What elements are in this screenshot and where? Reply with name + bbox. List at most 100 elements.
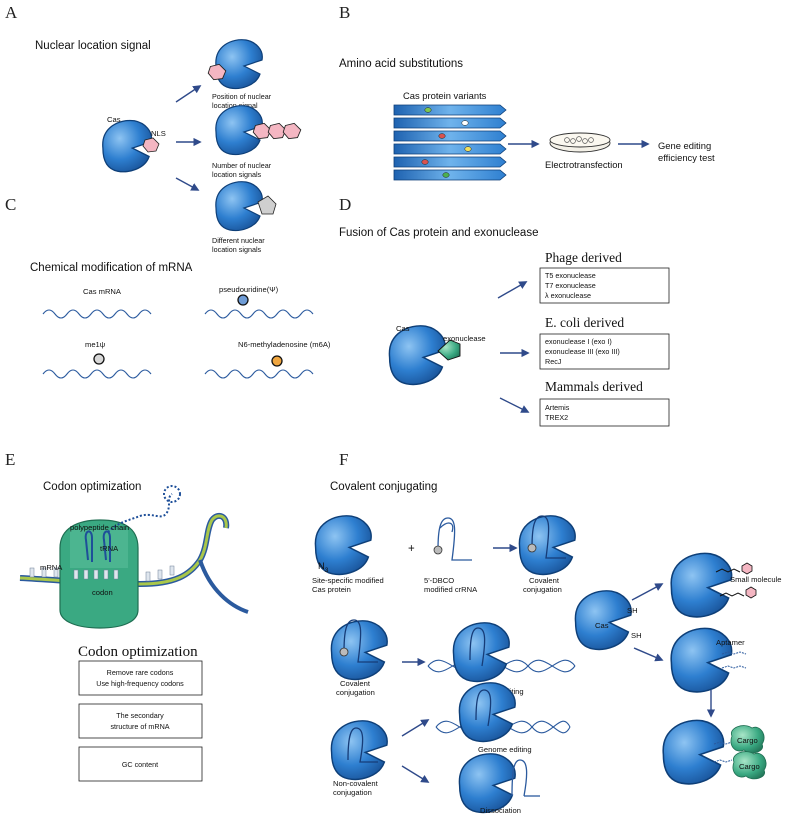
small-molecule-label: Small molecule: [730, 575, 782, 584]
covalent-mid-line1: Covalent: [340, 679, 371, 688]
codon-label: codon: [92, 588, 113, 597]
group-1-item-1: T5 exonuclease: [545, 271, 596, 280]
genome-editing-bottom: [435, 682, 571, 743]
site-line2: Cas protein: [312, 585, 351, 594]
dbco-crrna: [433, 517, 472, 561]
arrow-a-3: [175, 177, 200, 191]
panel-c-title: Chemical modification of mRNA: [30, 262, 193, 274]
variant-bars: [393, 104, 507, 181]
nls-variant-number: [215, 105, 302, 156]
mrna-label-2: pseudouridine(Ψ): [219, 285, 279, 294]
codon-box-2: [78, 703, 203, 739]
petri-dish: [549, 132, 611, 153]
codon-box-3: [78, 746, 203, 782]
covalent-top-line1: Covalent: [529, 576, 560, 585]
arrow-f-3: [401, 719, 430, 737]
arrow-d-1: [497, 281, 528, 299]
arrow-f-5: [631, 583, 664, 601]
dissociation-complex: [458, 753, 540, 814]
noncov-line1: Non-covalent: [333, 779, 379, 788]
codon-heading: Codon optimization: [78, 644, 198, 660]
outcome-3-line1: Different nuclear: [212, 236, 265, 245]
group-1-heading: Phage derived: [545, 250, 622, 265]
codon-box-2-line1: The secondary: [116, 711, 164, 720]
group-1-box: [539, 267, 670, 304]
pseudouridine-marker: [237, 294, 249, 306]
plus-sign: +: [408, 543, 415, 555]
panel-d-title: Fusion of Cas protein and exonuclease: [339, 227, 538, 239]
outcome-3-line2: location signals: [212, 245, 262, 254]
panel-b-letter: B: [339, 3, 350, 22]
outcome-2-line1: Number of nuclear: [212, 161, 272, 170]
noncov-line2: conjugation: [333, 788, 372, 797]
variant-bar: [393, 104, 507, 116]
variant-bar: [393, 169, 507, 181]
arrow-a-1: [175, 85, 202, 103]
aptamer-conjugate: [670, 627, 747, 693]
site-line1: Site-specific modified: [312, 576, 384, 585]
aptamer-label: Aptamer: [716, 638, 745, 647]
panel-f-letter: F: [339, 450, 348, 469]
group-3-box: [539, 398, 670, 427]
me1psi-marker: [93, 353, 105, 365]
group-2-item-3: RecJ: [545, 357, 562, 366]
genome-editing-top: [427, 622, 576, 683]
variant-bar: [393, 130, 507, 142]
group-2-box: [539, 333, 670, 370]
mrna-label-3: me1ψ: [85, 340, 105, 349]
n3-label: N3: [318, 560, 329, 574]
group-2-heading: E. coli derived: [545, 315, 624, 330]
mrna-strand-1: [42, 309, 152, 319]
dissociation-label: Dissociation: [480, 806, 521, 815]
nls-variant-position: [207, 39, 263, 90]
codon-box-1-line1: Remove rare codons: [107, 668, 174, 677]
mrna-label-e: mRNA: [40, 563, 63, 572]
group-3-item-2: TREX2: [545, 413, 568, 422]
codon-box-1-line2: Use high-frequency codons: [96, 679, 184, 688]
cargo-label-1: Cargo: [737, 736, 758, 745]
panel-a-title: Nuclear location signal: [35, 40, 151, 52]
cas-label-d: Cas: [396, 324, 410, 333]
small-molecule-conjugate: [670, 552, 757, 618]
test-line2: efficiency test: [658, 152, 715, 163]
substitution-mark: [461, 120, 469, 126]
mrna-strand-4: [204, 369, 314, 379]
outcome-1-line1: Position of nuclear: [212, 92, 272, 101]
nls-hexagon-a: [142, 137, 160, 153]
cas-protein-d: [388, 325, 446, 386]
nls-variant-different: [215, 181, 277, 232]
covalent-complex-mid: [330, 619, 388, 681]
outcome-1-line2: location signal: [212, 101, 258, 110]
group-3-item-1: Artemis: [545, 403, 570, 412]
panel-e-title: Codon optimization: [43, 481, 141, 493]
substitution-mark: [424, 107, 432, 113]
variant-bar: [393, 143, 507, 155]
panel-e-letter: E: [5, 450, 15, 469]
group-2-item-1: exonuclease I (exo I): [545, 337, 612, 346]
exo-label: exonuclease: [443, 334, 486, 343]
arrow-d-3: [499, 397, 530, 413]
arrow-f-6: [633, 647, 664, 662]
cas-label-a: Cas: [107, 115, 121, 124]
panel-f-title: Covalent conjugating: [330, 481, 437, 493]
substitution-mark: [464, 146, 472, 152]
panel-b-title: Amino acid substitutions: [339, 58, 463, 70]
covalent-complex-top: [518, 515, 576, 576]
mrna-label-1: Cas mRNA: [83, 287, 122, 296]
codon-box-2-line2: structure of mRNA: [110, 722, 169, 731]
substitution-mark: [421, 159, 429, 165]
mrna-strand-2: [204, 309, 314, 319]
codon-box-3-text: GC content: [122, 760, 158, 769]
panel-d-letter: D: [339, 195, 351, 214]
group-1-item-2: T7 exonuclease: [545, 281, 596, 290]
dbco-line2: modified crRNA: [424, 585, 478, 594]
mrna-strand-3: [42, 369, 152, 379]
panel-c-letter: C: [5, 195, 16, 214]
covalent-top-line2: conjugation: [523, 585, 562, 594]
substitution-mark: [442, 172, 450, 178]
panel-a-letter: A: [5, 3, 18, 22]
ribosome-illustration: [19, 485, 249, 629]
sh-label-2: SH: [631, 631, 642, 640]
trna-label: tRNA: [100, 544, 119, 553]
